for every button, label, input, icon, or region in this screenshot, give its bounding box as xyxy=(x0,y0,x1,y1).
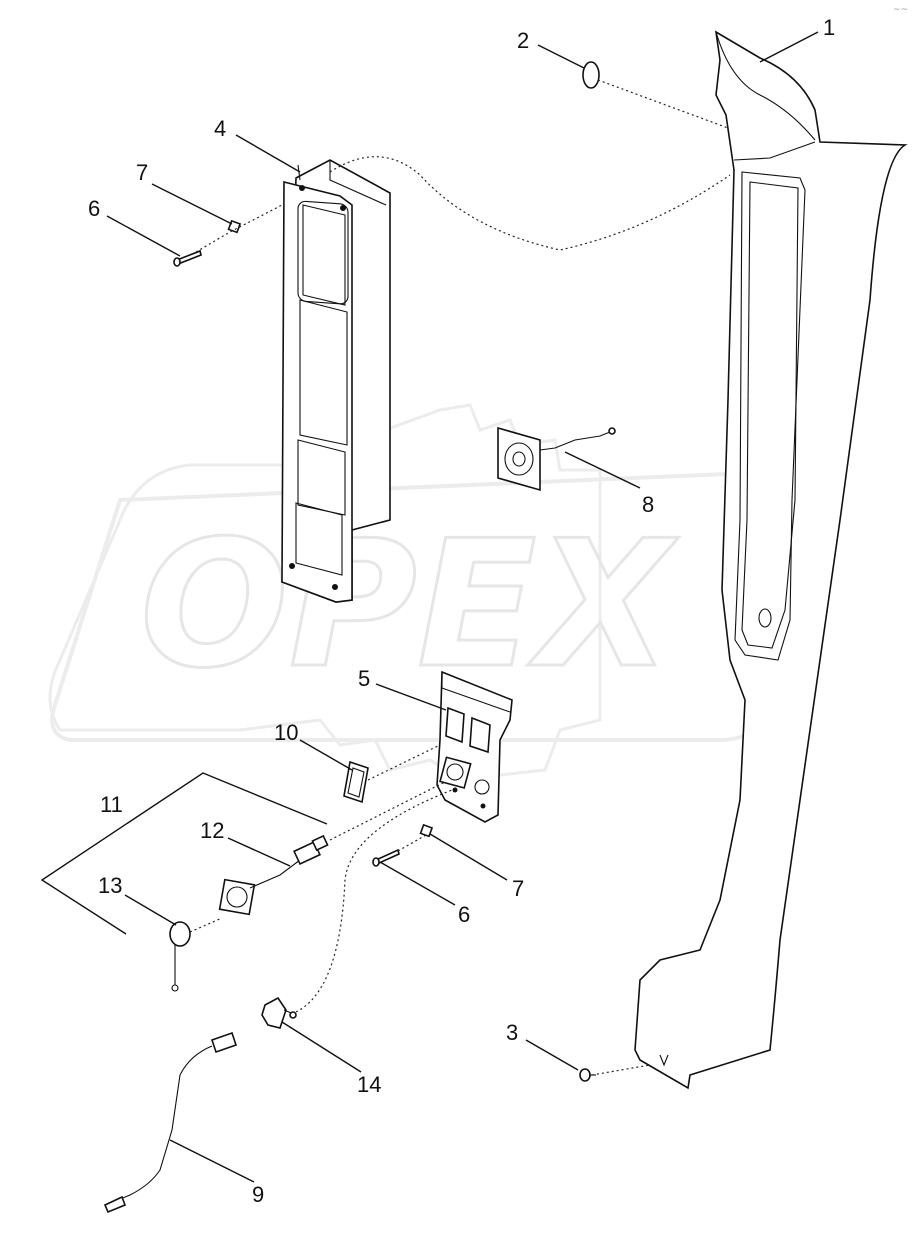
callout-1: 1 xyxy=(823,15,835,40)
part-6-screw-lower xyxy=(372,848,400,867)
part-2-plug xyxy=(582,61,600,89)
leader-7-lower xyxy=(429,833,508,881)
assembly-line-3 xyxy=(591,1064,651,1076)
leader-14 xyxy=(281,1021,362,1073)
callout-3: 3 xyxy=(506,1020,518,1045)
assembly-line-12 xyxy=(329,781,446,841)
part-4-trim-housing xyxy=(281,159,391,603)
part-10-gasket xyxy=(343,760,369,804)
watermark-text: OPEX xyxy=(140,504,680,707)
part-14-knob xyxy=(261,996,297,1029)
callout-14: 14 xyxy=(357,1072,381,1097)
callout-7-lower: 7 xyxy=(512,876,524,901)
leader-10 xyxy=(299,739,353,771)
part-13-cap xyxy=(169,921,191,992)
callout-5: 5 xyxy=(358,666,370,691)
part-12-socket-harness xyxy=(218,834,329,916)
assembly-line-10 xyxy=(367,744,441,781)
callout-4: 4 xyxy=(214,116,226,141)
leader-13 xyxy=(124,894,177,926)
assembly-line-2 xyxy=(597,79,729,129)
assembly-line-4 xyxy=(329,156,731,251)
part-5-switch-panel xyxy=(436,670,513,823)
leader-3 xyxy=(525,1039,579,1071)
leader-8 xyxy=(564,451,641,489)
leader-5 xyxy=(375,683,447,711)
callout-12: 12 xyxy=(200,818,224,843)
callout-2: 2 xyxy=(517,28,529,53)
callout-13: 13 xyxy=(98,873,122,898)
assembly-line-13 xyxy=(189,917,223,933)
part-1-pillar-trim xyxy=(634,30,908,1090)
leader-2 xyxy=(537,44,585,69)
callout-10: 10 xyxy=(274,720,298,745)
leader-1 xyxy=(759,31,819,63)
assembly-line-6-7-lower xyxy=(397,834,427,852)
callout-6-lower: 6 xyxy=(458,902,470,927)
callout-7-upper: 7 xyxy=(136,160,148,185)
part-8-speaker xyxy=(497,426,616,492)
leader-9 xyxy=(169,1139,255,1183)
part-7-nut-lower xyxy=(419,823,434,838)
leader-6-upper xyxy=(106,215,181,257)
callout-8: 8 xyxy=(642,492,654,517)
part-9-cable xyxy=(103,1031,238,1214)
leader-12 xyxy=(227,837,291,867)
callout-9: 9 xyxy=(252,1182,264,1207)
callout-6-upper: 6 xyxy=(88,196,100,221)
corner-mark: ~~ xyxy=(893,5,908,15)
callout-11: 11 xyxy=(100,792,123,817)
leader-4 xyxy=(235,134,301,173)
leader-6-lower xyxy=(379,861,456,906)
leader-11-bracket xyxy=(40,772,328,935)
part-6-screw-upper xyxy=(173,249,202,267)
leader-7-upper xyxy=(151,183,233,225)
assembly-line-14 xyxy=(295,789,453,1013)
